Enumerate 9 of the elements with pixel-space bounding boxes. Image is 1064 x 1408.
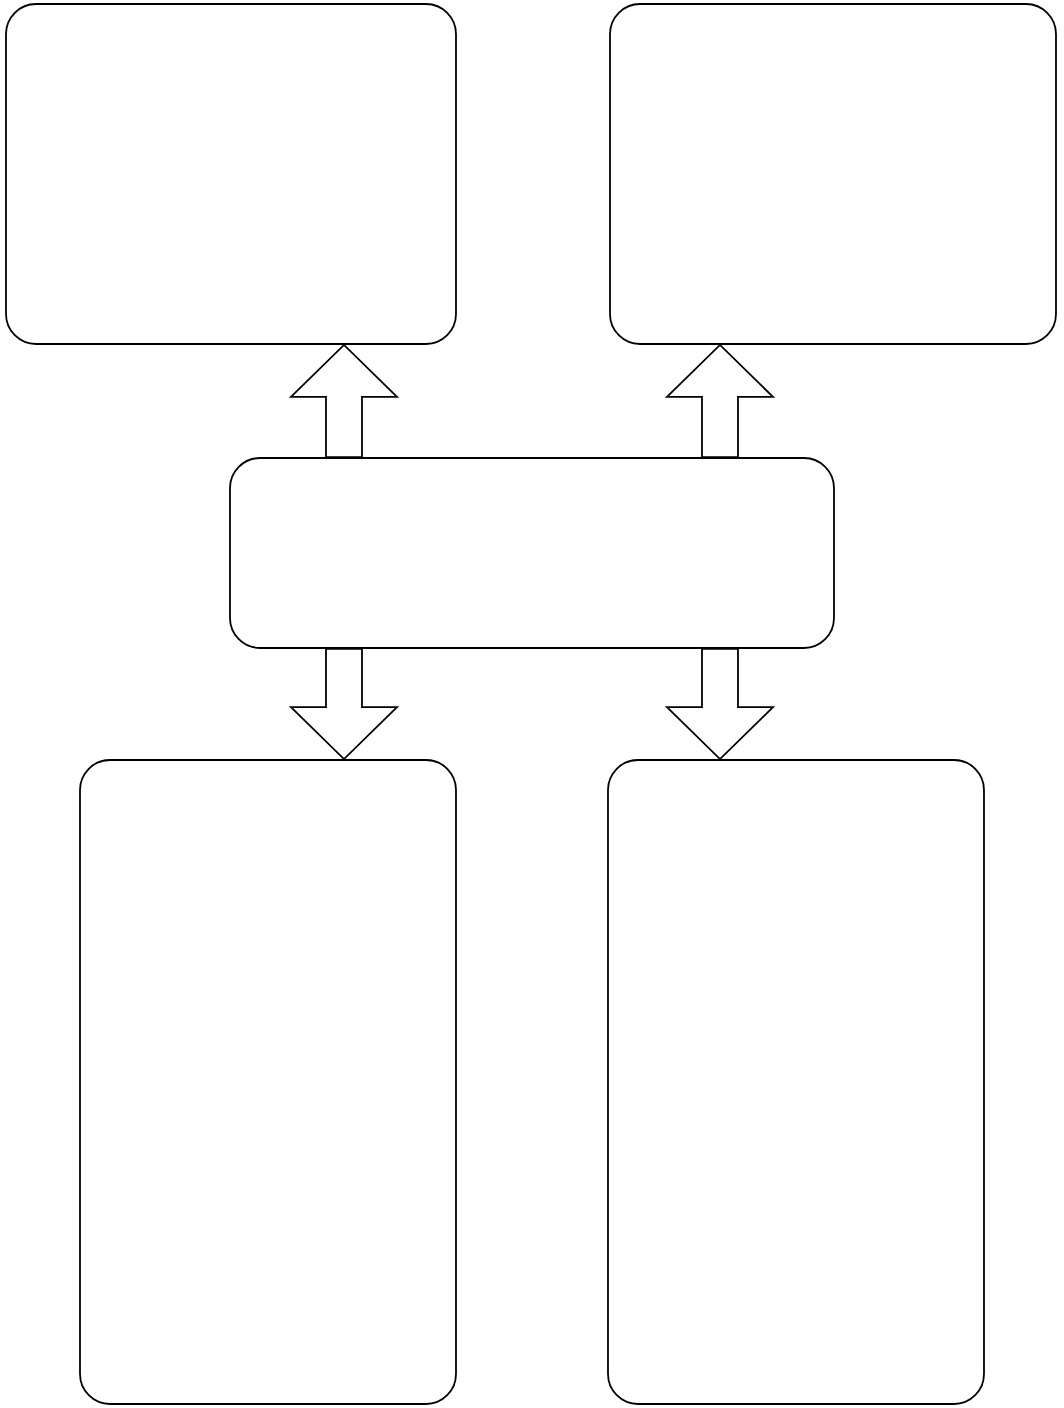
block-arrow bbox=[664, 648, 776, 761]
rounded-box bbox=[229, 457, 835, 649]
block-arrow bbox=[288, 648, 400, 761]
block-arrow bbox=[288, 343, 400, 458]
rounded-box bbox=[79, 759, 457, 1405]
rounded-box bbox=[5, 3, 457, 345]
rounded-box bbox=[607, 759, 985, 1405]
rounded-box bbox=[609, 3, 1057, 345]
block-arrow bbox=[664, 343, 776, 458]
